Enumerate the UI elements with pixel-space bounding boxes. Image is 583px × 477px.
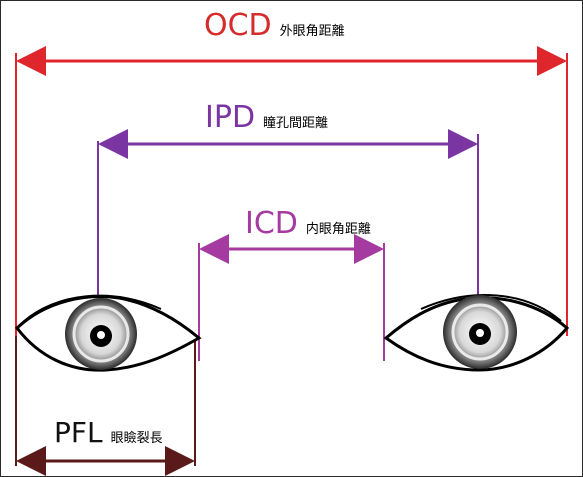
ipd-abbr: IPD — [205, 100, 256, 135]
pfl-measure — [15, 336, 196, 476]
right-eye-upper-lid-crease — [22, 294, 162, 323]
icd-name: 内眼角距離 — [305, 222, 371, 237]
left-eye-highlight — [476, 329, 484, 337]
left-eye — [383, 294, 570, 372]
pfl-abbr: PFL — [54, 416, 103, 449]
ocd-abbr: OCD — [204, 8, 272, 43]
right-eye-iris-ring — [72, 305, 130, 363]
ocd-measure — [15, 46, 568, 336]
ocd-name: 外眼角距離 — [279, 24, 345, 39]
left-eye-upper-lid-crease — [420, 294, 562, 322]
icd-abbr: ICD — [245, 206, 298, 241]
right-eye — [14, 294, 202, 372]
icd-measure — [198, 234, 385, 361]
icd-label: ICD 内眼角距離 — [245, 209, 371, 239]
left-eye-iris-ring — [451, 303, 509, 361]
pfl-label: PFL 眼瞼裂長 — [54, 419, 163, 447]
ocd-label: OCD 外眼角距離 — [204, 11, 345, 41]
right-eye-highlight — [97, 331, 105, 339]
pfl-name: 眼瞼裂長 — [110, 431, 163, 446]
ipd-name: 瞳孔間距離 — [263, 116, 329, 131]
ipd-label: IPD 瞳孔間距離 — [205, 103, 328, 133]
